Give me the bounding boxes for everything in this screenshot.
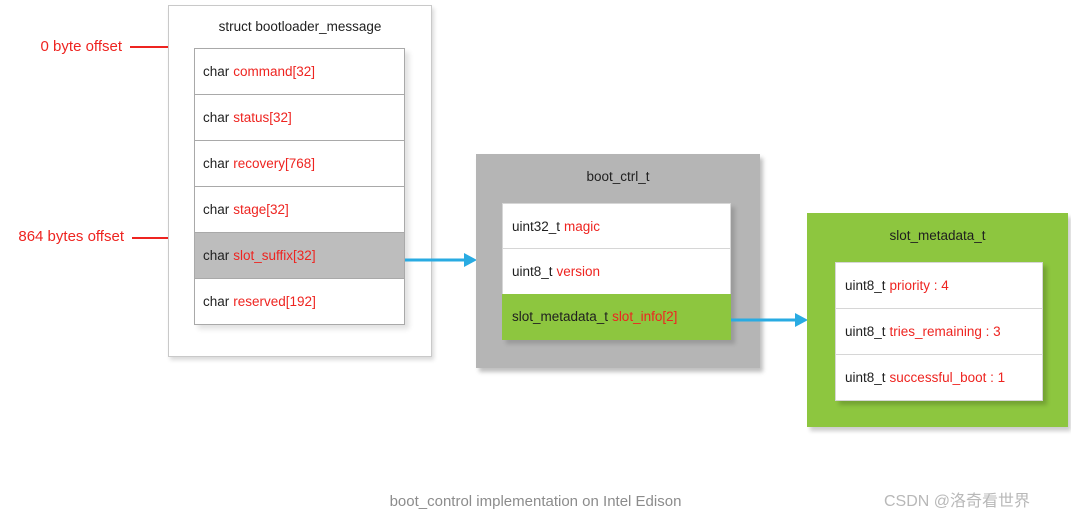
field-name: command[32] xyxy=(233,64,316,79)
field-type: char xyxy=(203,202,230,217)
field-type: char xyxy=(203,110,230,125)
field-type: char xyxy=(203,248,230,263)
arrow-slot-suffix-to-boot-ctrl xyxy=(405,252,477,268)
field-type: uint8_t xyxy=(845,370,886,385)
arrow-line xyxy=(130,46,181,48)
field-name: tries_remaining : 3 xyxy=(889,324,1001,339)
bootloader-message-title: struct bootloader_message xyxy=(218,19,382,34)
field-name: priority : 4 xyxy=(889,278,949,293)
field-name: recovery[768] xyxy=(233,156,316,171)
arrow-head-icon xyxy=(795,313,808,327)
offset-label-864-bytes: 864 bytes offset xyxy=(18,228,124,245)
field-type: uint8_t xyxy=(845,324,886,339)
field-name: magic xyxy=(564,218,601,234)
field-name: reserved[192] xyxy=(233,294,316,309)
field-type: char xyxy=(203,294,230,309)
field-type: slot_metadata_t xyxy=(512,309,609,325)
boot-ctrl-title: boot_ctrl_t xyxy=(586,169,650,184)
field-type: uint32_t xyxy=(512,218,561,234)
arrow-line xyxy=(132,237,181,239)
slot-metadata-title: slot_metadata_t xyxy=(889,228,986,243)
field-type: char xyxy=(203,64,230,79)
arrow-line xyxy=(405,258,466,262)
field-type: char xyxy=(203,156,230,171)
field-name: stage[32] xyxy=(233,202,289,217)
field-name: successful_boot : 1 xyxy=(889,370,1006,385)
field-type: uint8_t xyxy=(845,278,886,293)
arrow-head-icon xyxy=(464,253,477,267)
csdn-watermark: CSDN @洛奇看世界 xyxy=(884,493,1031,510)
field-name: slot_info[2] xyxy=(612,309,678,325)
arrow-slot-info-to-slot-metadata xyxy=(731,312,808,328)
offset-label-0-byte: 0 byte offset xyxy=(40,38,122,55)
field-name: version xyxy=(556,263,601,279)
field-type: uint8_t xyxy=(512,263,553,279)
field-name: slot_suffix[32] xyxy=(233,248,316,263)
field-name: status[32] xyxy=(233,110,292,125)
caption-text: boot_control implementation on Intel Edi… xyxy=(389,493,682,510)
arrow-line xyxy=(731,318,797,322)
